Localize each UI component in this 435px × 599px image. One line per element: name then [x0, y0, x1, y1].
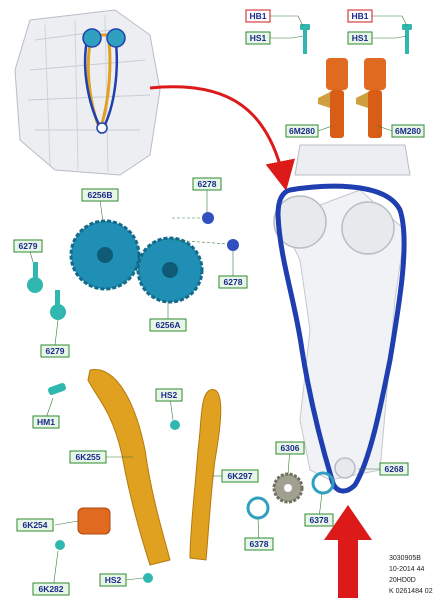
camshaft-sprockets	[69, 219, 204, 304]
svg-text:6268: 6268	[385, 464, 404, 474]
svg-text:6378: 6378	[310, 515, 329, 525]
callout-6279-top: 6279	[13, 239, 43, 253]
reference-line-3: 20HD0D	[389, 577, 416, 584]
pointer-arrow	[149, 85, 295, 191]
callout-hb1-left: HB1	[245, 9, 271, 23]
svg-text:6K282: 6K282	[38, 584, 63, 594]
svg-text:6K297: 6K297	[227, 471, 252, 481]
callout-6k297: 6K297	[221, 469, 259, 483]
svg-text:HM1: HM1	[37, 417, 55, 427]
svg-text:HS1: HS1	[352, 33, 369, 43]
callout-6k282: 6K282	[32, 582, 70, 596]
crank-sprocket-and-seals	[246, 471, 335, 520]
svg-text:HS1: HS1	[250, 33, 267, 43]
callout-6278-bottom: 6278	[218, 275, 248, 289]
reference-line-2: 10-2014 44	[389, 566, 425, 573]
callout-6m280-left: 6M280	[285, 124, 319, 138]
svg-text:6K254: 6K254	[22, 520, 47, 530]
reference-code: 3030905B 10-2014 44 20HD0D K 0261484 02	[389, 555, 433, 595]
callout-6268: 6268	[379, 462, 409, 476]
reference-line-1: 3030905B	[389, 555, 421, 562]
chain-guides	[87, 369, 222, 566]
svg-text:6278: 6278	[198, 179, 217, 189]
svg-text:6M280: 6M280	[289, 126, 315, 136]
svg-text:6378: 6378	[250, 539, 269, 549]
svg-text:HS2: HS2	[105, 575, 122, 585]
svg-text:6278: 6278	[224, 277, 243, 287]
callout-6278-top: 6278	[192, 177, 222, 191]
callout-6378-right: 6378	[304, 513, 334, 527]
highlight-arrow	[324, 505, 372, 598]
svg-text:6K255: 6K255	[75, 452, 100, 462]
svg-text:6256A: 6256A	[155, 320, 180, 330]
svg-text:HB1: HB1	[351, 11, 368, 21]
chain-tensioner	[77, 507, 111, 535]
callout-hm1: HM1	[32, 415, 60, 429]
svg-text:6256B: 6256B	[87, 190, 112, 200]
reference-line-4: K 0261484 02	[389, 588, 433, 595]
timing-chain-assembly	[273, 183, 407, 494]
callout-6306: 6306	[275, 441, 305, 455]
callout-6378-left: 6378	[244, 537, 274, 551]
callout-hs2-bottom: HS2	[99, 573, 127, 587]
svg-text:6279: 6279	[19, 241, 38, 251]
svg-text:HB1: HB1	[249, 11, 266, 21]
oil-control-solenoids	[294, 24, 412, 176]
callout-6k255: 6K255	[69, 450, 107, 464]
svg-text:HS2: HS2	[161, 390, 178, 400]
callout-hs2-top: HS2	[155, 388, 183, 402]
callout-6279-bottom: 6279	[40, 344, 70, 358]
callout-6m280-right: 6M280	[391, 124, 425, 138]
svg-text:6M280: 6M280	[395, 126, 421, 136]
callout-6256b: 6256B	[81, 188, 119, 202]
callout-hb1-right: HB1	[347, 9, 373, 23]
svg-text:6279: 6279	[46, 346, 65, 356]
callout-hs1-left: HS1	[245, 31, 271, 45]
callout-hs1-right: HS1	[347, 31, 373, 45]
svg-text:6306: 6306	[281, 443, 300, 453]
bolts	[27, 212, 239, 583]
callout-6256a: 6256A	[149, 318, 187, 332]
callout-6k254: 6K254	[16, 518, 54, 532]
engine-block-illustration	[14, 9, 161, 176]
